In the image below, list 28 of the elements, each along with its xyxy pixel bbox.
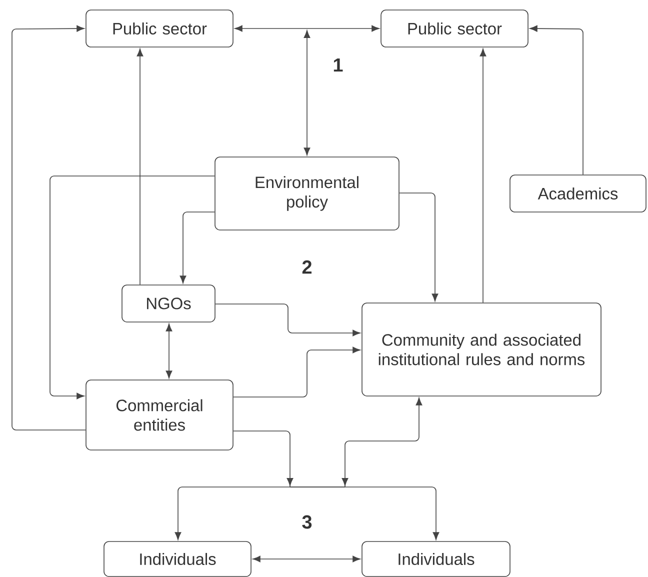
arrow [50,176,215,400]
arrow [342,398,422,488]
region-number: 3 [302,515,312,529]
process-box: Community and associated institutional rules and norms [362,302,602,396]
arrow [480,48,486,303]
process-box: Academics [510,174,646,212]
arrow [136,48,144,285]
arrow [234,25,380,32]
arrow [304,30,310,156]
arrow [180,212,215,284]
arrow [12,25,86,430]
arrow [290,486,440,540]
process-box: Individuals [104,541,252,577]
process-box: NGOs [122,284,216,322]
process-box: Public sector [86,10,234,48]
process-box: Public sector [380,10,528,48]
region-number: 2 [302,260,312,274]
process-box: Environmental policy [214,156,400,230]
arrow [233,430,294,488]
arrow [215,304,360,336]
arrow [233,346,360,398]
arrow [399,192,438,302]
arrow [166,324,172,378]
arrow [530,25,584,175]
process-box: Commercial entities [86,380,234,450]
region-number: 1 [334,58,343,72]
process-box: Individuals [362,541,510,577]
arrow [252,556,360,562]
